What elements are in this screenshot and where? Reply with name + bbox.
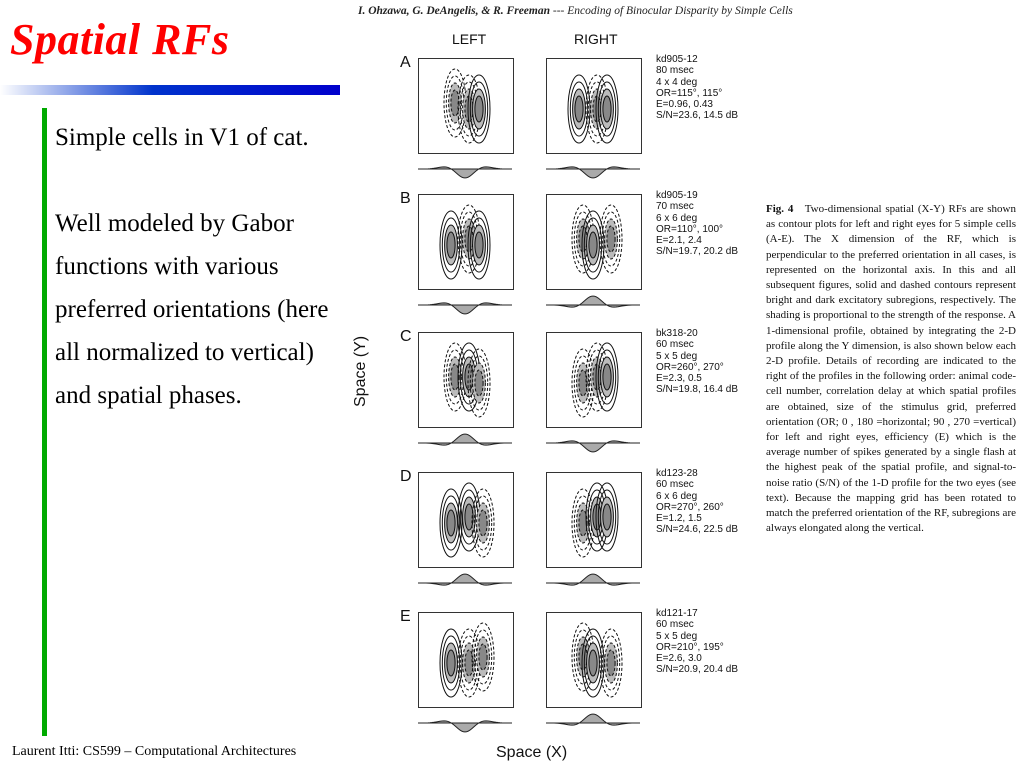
detail-line: 60 msec <box>656 339 694 351</box>
detail-line: S/N=19.8, 16.4 dB <box>656 384 739 396</box>
detail-line: E=0.96, 0.43 <box>656 99 713 111</box>
rf-contour-b-left <box>418 194 514 290</box>
detail-line: kd121-17 <box>656 608 698 619</box>
row-letter-c: C <box>400 328 412 345</box>
detail-line: kd905-19 <box>656 190 698 201</box>
footer-text: Laurent Itti: CS599 – Computational Arch… <box>12 744 297 759</box>
rf-contour-c-left <box>418 332 514 428</box>
detail-line: E=2.3, 0.5 <box>656 373 702 385</box>
rf-contour-a-left <box>418 58 514 154</box>
detail-line: 4 x 4 deg <box>656 76 698 88</box>
detail-line: kd905-12 <box>656 54 698 65</box>
row-letter-d: D <box>400 468 412 485</box>
row-letter-a: A <box>400 54 411 71</box>
rf-profile-d-right <box>545 572 641 594</box>
y-axis-label: Space (Y) <box>352 335 369 407</box>
rf-contour-c-right <box>546 332 642 428</box>
row-letter-e: E <box>400 608 411 625</box>
detail-line: 5 x 5 deg <box>656 630 698 642</box>
figure-caption: Fig. 4 Two-dimensional spatial (X-Y) RFs… <box>766 202 1016 536</box>
detail-line: 70 msec <box>656 201 694 213</box>
col-label-right: RIGHT <box>574 31 618 47</box>
citation-title: --- Encoding of Binocular Disparity by S… <box>550 5 793 17</box>
left-accent-bar <box>42 108 47 736</box>
detail-line: OR=210°, 195° <box>656 641 724 653</box>
detail-line: E=1.2, 1.5 <box>656 513 702 525</box>
col-label-left: LEFT <box>452 31 487 47</box>
detail-line: OR=115°, 115° <box>656 87 723 99</box>
rf-profile-c-left <box>417 432 513 454</box>
detail-line: kd123-28 <box>656 468 698 479</box>
rf-profile-b-right <box>545 294 641 316</box>
detail-line: bk318-20 <box>656 328 698 339</box>
detail-line: 80 msec <box>656 65 694 77</box>
detail-line: 6 x 6 deg <box>656 490 698 502</box>
figure-citation: I. Ohzawa, G. DeAngelis, & R. Freeman --… <box>358 5 793 17</box>
bullet-text: Simple cells in V1 of cat. Well modeled … <box>55 116 345 417</box>
detail-line: OR=260°, 270° <box>656 361 724 373</box>
detail-line: 60 msec <box>656 619 694 631</box>
detail-line: 60 msec <box>656 479 694 491</box>
detail-line: OR=270°, 260° <box>656 501 724 513</box>
rf-contour-e-right <box>546 612 642 708</box>
rf-profile-a-left <box>417 158 513 180</box>
rf-profile-a-right <box>545 158 641 180</box>
detail-line: S/N=23.6, 14.5 dB <box>656 110 739 122</box>
caption-label: Fig. 4 <box>766 203 794 215</box>
bullet-2: Well modeled by Gabor functions with var… <box>55 210 329 409</box>
rf-profile-e-right <box>545 712 641 734</box>
detail-line: 6 x 6 deg <box>656 212 698 224</box>
bullet-1: Simple cells in V1 of cat. <box>55 124 309 151</box>
rf-contour-d-right <box>546 472 642 568</box>
detail-line: E=2.6, 3.0 <box>656 653 702 665</box>
rf-profile-c-right <box>545 432 641 454</box>
detail-line: S/N=24.6, 22.5 dB <box>656 524 739 536</box>
title-underline-bar <box>0 85 340 95</box>
detail-line: OR=110°, 100° <box>656 223 724 235</box>
row-letter-b: B <box>400 190 411 207</box>
detail-line: S/N=20.9, 20.4 dB <box>656 664 739 676</box>
rf-profile-e-left <box>417 712 513 734</box>
caption-text: Two-dimensional spatial (X-Y) RFs are sh… <box>766 203 1017 535</box>
rf-contour-a-right <box>546 58 642 154</box>
rf-contour-d-left <box>418 472 514 568</box>
citation-authors: I. Ohzawa, G. DeAngelis, & R. Freeman <box>358 5 551 17</box>
detail-line: 5 x 5 deg <box>656 350 698 362</box>
detail-line: S/N=19.7, 20.2 dB <box>656 246 739 258</box>
x-axis-label: Space (X) <box>496 744 568 761</box>
slide-title: Spatial RFs <box>10 15 230 64</box>
rf-profile-d-left <box>417 572 513 594</box>
rf-profile-b-left <box>417 294 513 316</box>
detail-line: E=2.1, 2.4 <box>656 235 702 247</box>
rf-contour-e-left <box>418 612 514 708</box>
rf-contour-b-right <box>546 194 642 290</box>
